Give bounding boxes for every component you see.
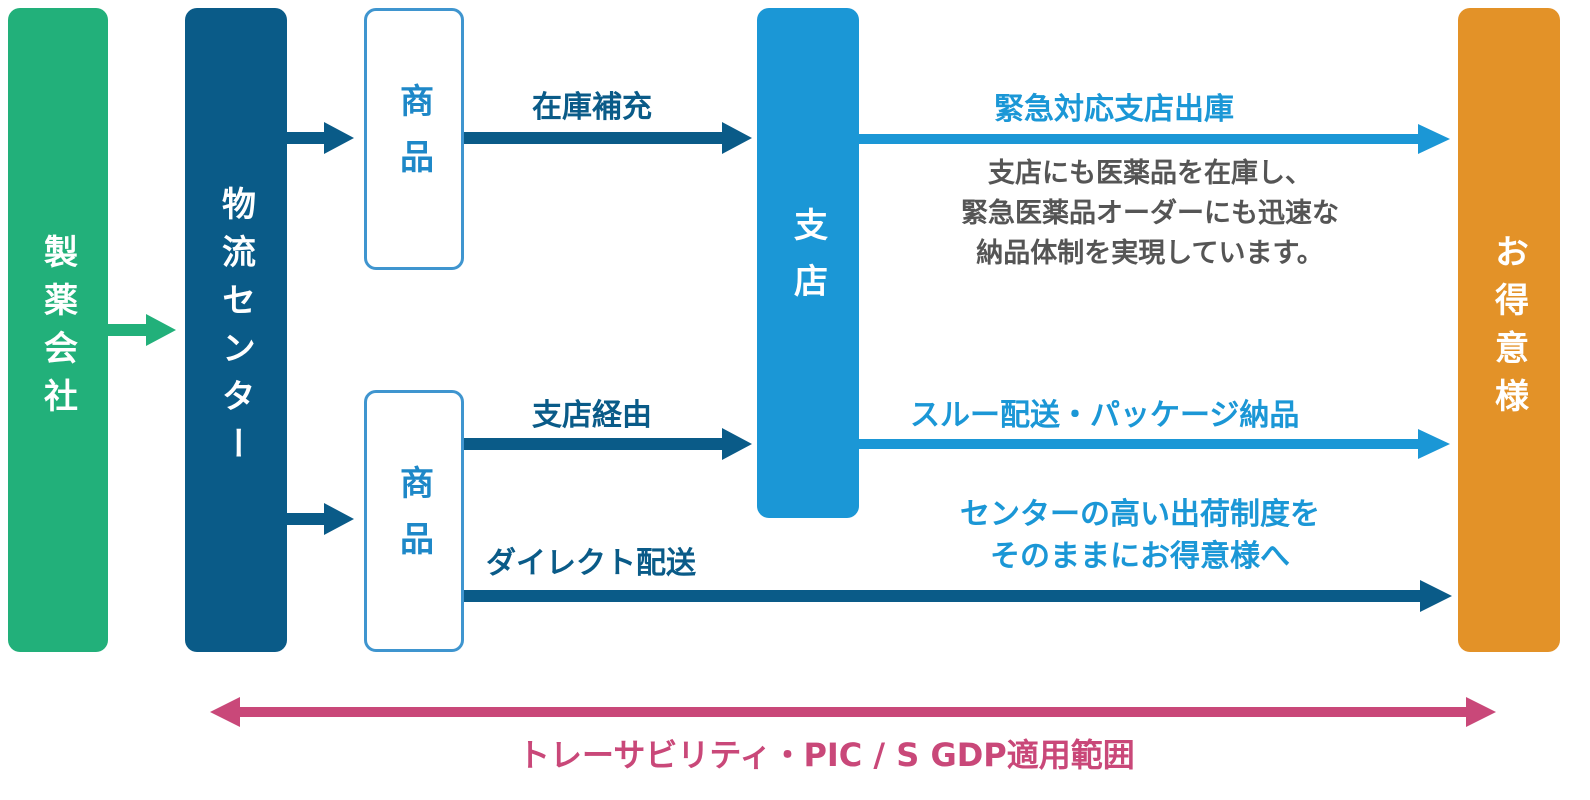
logistics-center-box: 物流センター — [185, 8, 287, 652]
arrow-via-branch — [464, 428, 752, 460]
arrow-center-to-product-bottom — [287, 503, 354, 535]
product-label-top: 商品 — [393, 83, 434, 195]
emergency-label: 緊急対応支店出庫 — [994, 92, 1234, 127]
restock-label: 在庫補充 — [532, 90, 652, 125]
scope-double-arrow — [210, 697, 1496, 727]
pharma-company-box: 製薬会社 — [8, 8, 108, 652]
arrow-through — [859, 429, 1450, 459]
product-box-top: 商品 — [364, 8, 464, 270]
customer-box: お得意様 — [1458, 8, 1560, 652]
scope-label: トレーサビリティ・PIC / S GDP適用範囲 — [518, 736, 1135, 774]
via-branch-label: 支店経由 — [532, 398, 652, 433]
direct-delivery-label: ダイレクト配送 — [486, 546, 696, 581]
arrow-emergency — [859, 124, 1450, 154]
arrow-restock — [464, 122, 752, 154]
arrow-center-to-product-top — [287, 122, 354, 154]
logistics-center-label: 物流センター — [215, 186, 256, 474]
pharma-company-label: 製薬会社 — [37, 234, 78, 426]
emergency-description: 支店にも医薬品を在庫し、 緊急医薬品オーダーにも迅速な 納品体制を実現しています… — [961, 158, 1339, 269]
product-box-bottom: 商品 — [364, 390, 464, 652]
arrow-direct — [464, 580, 1452, 612]
branch-label: 支店 — [787, 207, 828, 319]
customer-label: お得意様 — [1488, 234, 1529, 426]
product-label-bottom: 商品 — [393, 465, 434, 577]
direct-note: センターの高い出荷制度を そのままにお得意様へ — [960, 497, 1320, 574]
through-delivery-label: スルー配送・パッケージ納品 — [910, 398, 1300, 433]
arrow-maker-to-center — [108, 314, 176, 346]
branch-box: 支店 — [757, 8, 859, 518]
